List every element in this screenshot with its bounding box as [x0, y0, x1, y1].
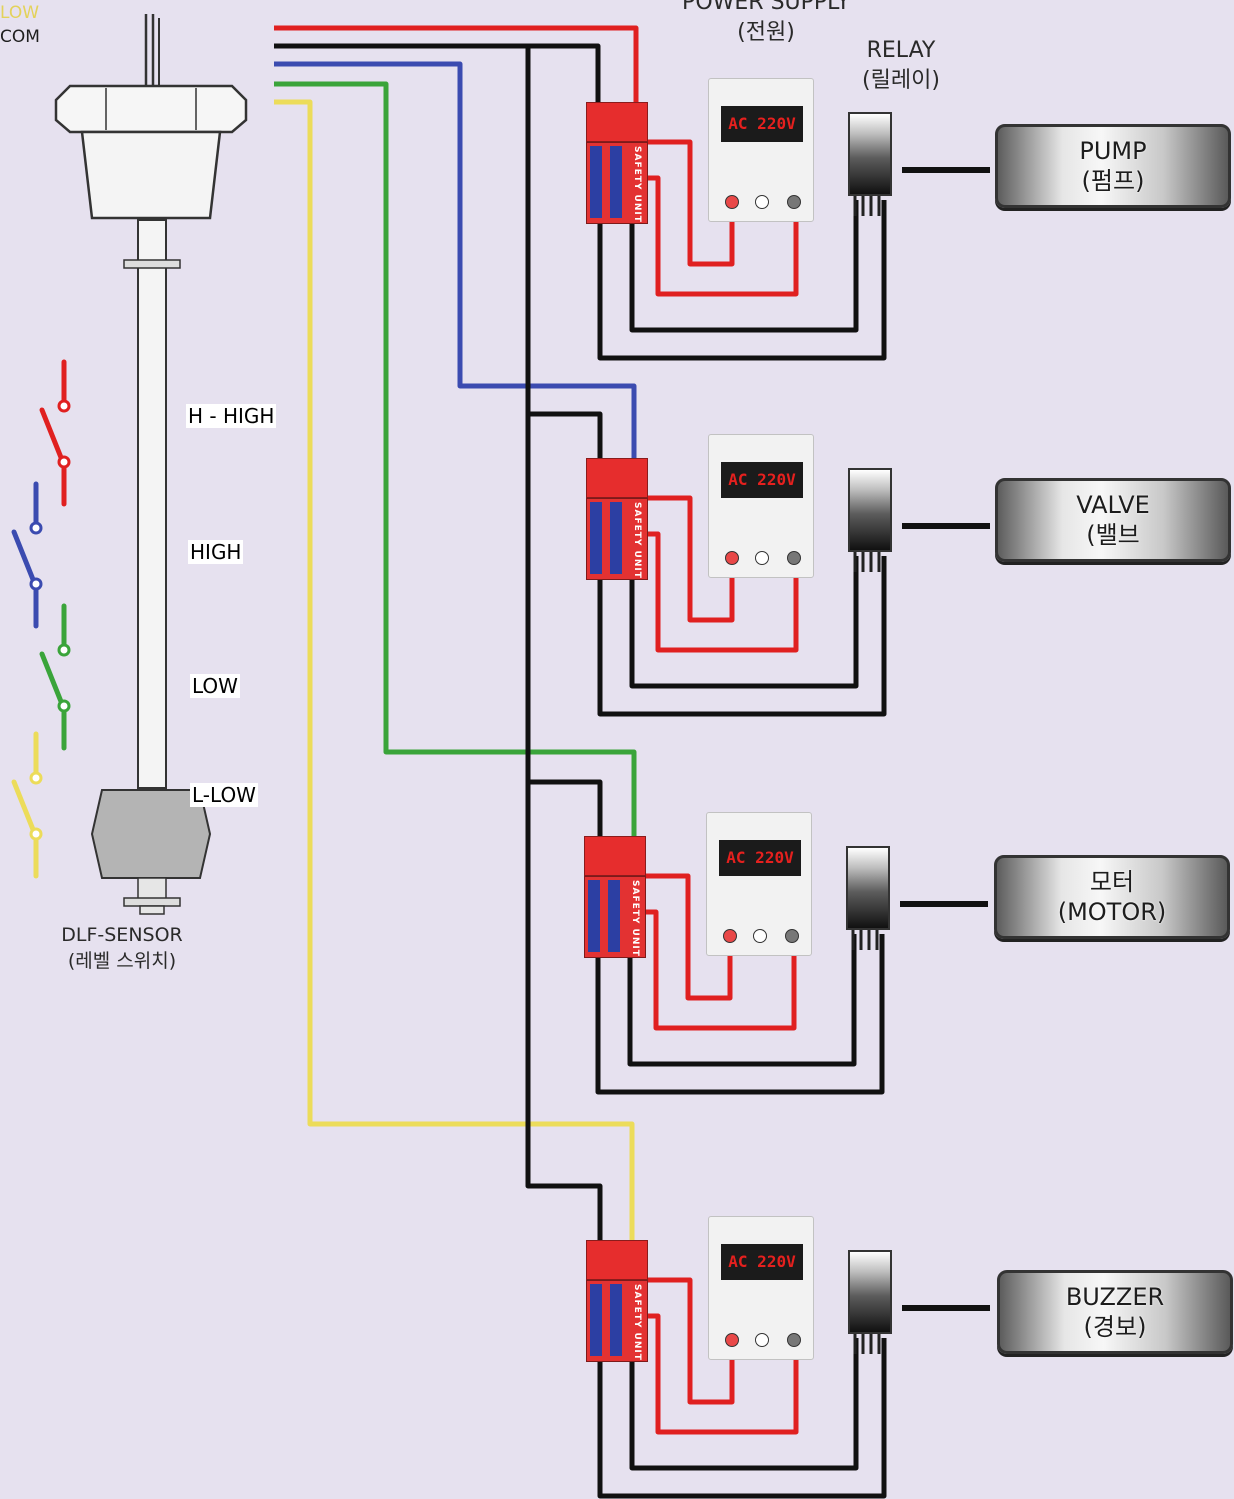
relay-title: RELAY	[866, 38, 936, 63]
output-valve-line2: (밸브	[1086, 521, 1140, 549]
relay-1	[848, 112, 892, 196]
safety-unit-3: SAFETY UNIT	[584, 836, 646, 958]
output-buzzer: BUZZER (경보)	[997, 1270, 1233, 1354]
relay-pins	[851, 196, 881, 1354]
power-supply-1: AC 220V	[708, 78, 814, 222]
output-pump-line2: (펌프)	[1081, 167, 1145, 195]
switch-low-icon	[39, 603, 67, 751]
power-supply-3: AC 220V	[706, 812, 812, 956]
indicator-grey-icon	[785, 929, 799, 943]
relay-4	[848, 1250, 892, 1334]
corner-label-low: LOW	[0, 3, 40, 23]
relay-heading: RELAY (릴레이)	[846, 36, 956, 96]
output-motor-line2: (MOTOR)	[1057, 898, 1167, 926]
switch-h-high-icon	[39, 359, 67, 507]
indicator-red-icon	[723, 929, 737, 943]
psu-display-2: AC 220V	[721, 462, 803, 498]
level-label-high: HIGH	[188, 540, 244, 564]
unit-wiring	[595, 139, 990, 1499]
output-motor: 모터 (MOTOR)	[994, 855, 1230, 939]
power-supply-2: AC 220V	[708, 434, 814, 578]
safety-unit-4: SAFETY UNIT	[586, 1240, 648, 1362]
switch-high-icon	[11, 481, 39, 629]
power-supply-heading: POWER SUPPLY (전원)	[676, 0, 856, 48]
corner-label-com: COM	[0, 27, 40, 47]
power-supply-title: POWER SUPPLY	[682, 0, 850, 15]
indicator-red-icon	[725, 195, 739, 209]
indicator-white-icon	[755, 1333, 769, 1347]
indicator-red-icon	[725, 1333, 739, 1347]
sensor-name: DLF-SENSOR	[61, 924, 183, 946]
psu-display-4: AC 220V	[721, 1244, 803, 1280]
indicator-grey-icon	[787, 551, 801, 565]
safety-unit-1: SAFETY UNIT	[586, 102, 648, 224]
sensor-subtitle: (레벨 스위치)	[67, 950, 177, 972]
output-motor-line1: 모터	[1089, 868, 1135, 896]
indicator-white-icon	[755, 195, 769, 209]
output-pump-line1: PUMP	[1079, 137, 1147, 165]
switch-l-low-icon	[11, 731, 39, 879]
level-label-low: LOW	[190, 674, 240, 698]
sensor-label: DLF-SENSOR (레벨 스위치)	[42, 922, 202, 974]
output-pump: PUMP (펌프)	[995, 124, 1231, 208]
output-buzzer-line1: BUZZER	[1065, 1283, 1165, 1311]
relay-2	[848, 468, 892, 552]
relay-3	[846, 846, 890, 930]
output-valve: VALVE (밸브	[995, 478, 1231, 562]
power-supply-subtitle: (전원)	[737, 20, 795, 45]
psu-display-3: AC 220V	[719, 840, 801, 876]
output-valve-line1: VALVE	[1076, 491, 1150, 519]
psu-display-1: AC 220V	[721, 106, 803, 142]
indicator-grey-icon	[787, 195, 801, 209]
indicator-red-icon	[725, 551, 739, 565]
switch-symbols	[11, 359, 71, 879]
output-buzzer-line2: (경보)	[1083, 1313, 1147, 1341]
power-supply-4: AC 220V	[708, 1216, 814, 1360]
indicator-grey-icon	[787, 1333, 801, 1347]
level-label-l-low: L-LOW	[190, 783, 258, 807]
indicator-white-icon	[753, 929, 767, 943]
sensor-assembly	[54, 14, 248, 915]
indicator-white-icon	[755, 551, 769, 565]
safety-unit-2: SAFETY UNIT	[586, 458, 648, 580]
level-label-h-high: H - HIGH	[186, 404, 277, 428]
relay-subtitle: (릴레이)	[862, 68, 940, 93]
signal-wires	[274, 25, 639, 1240]
